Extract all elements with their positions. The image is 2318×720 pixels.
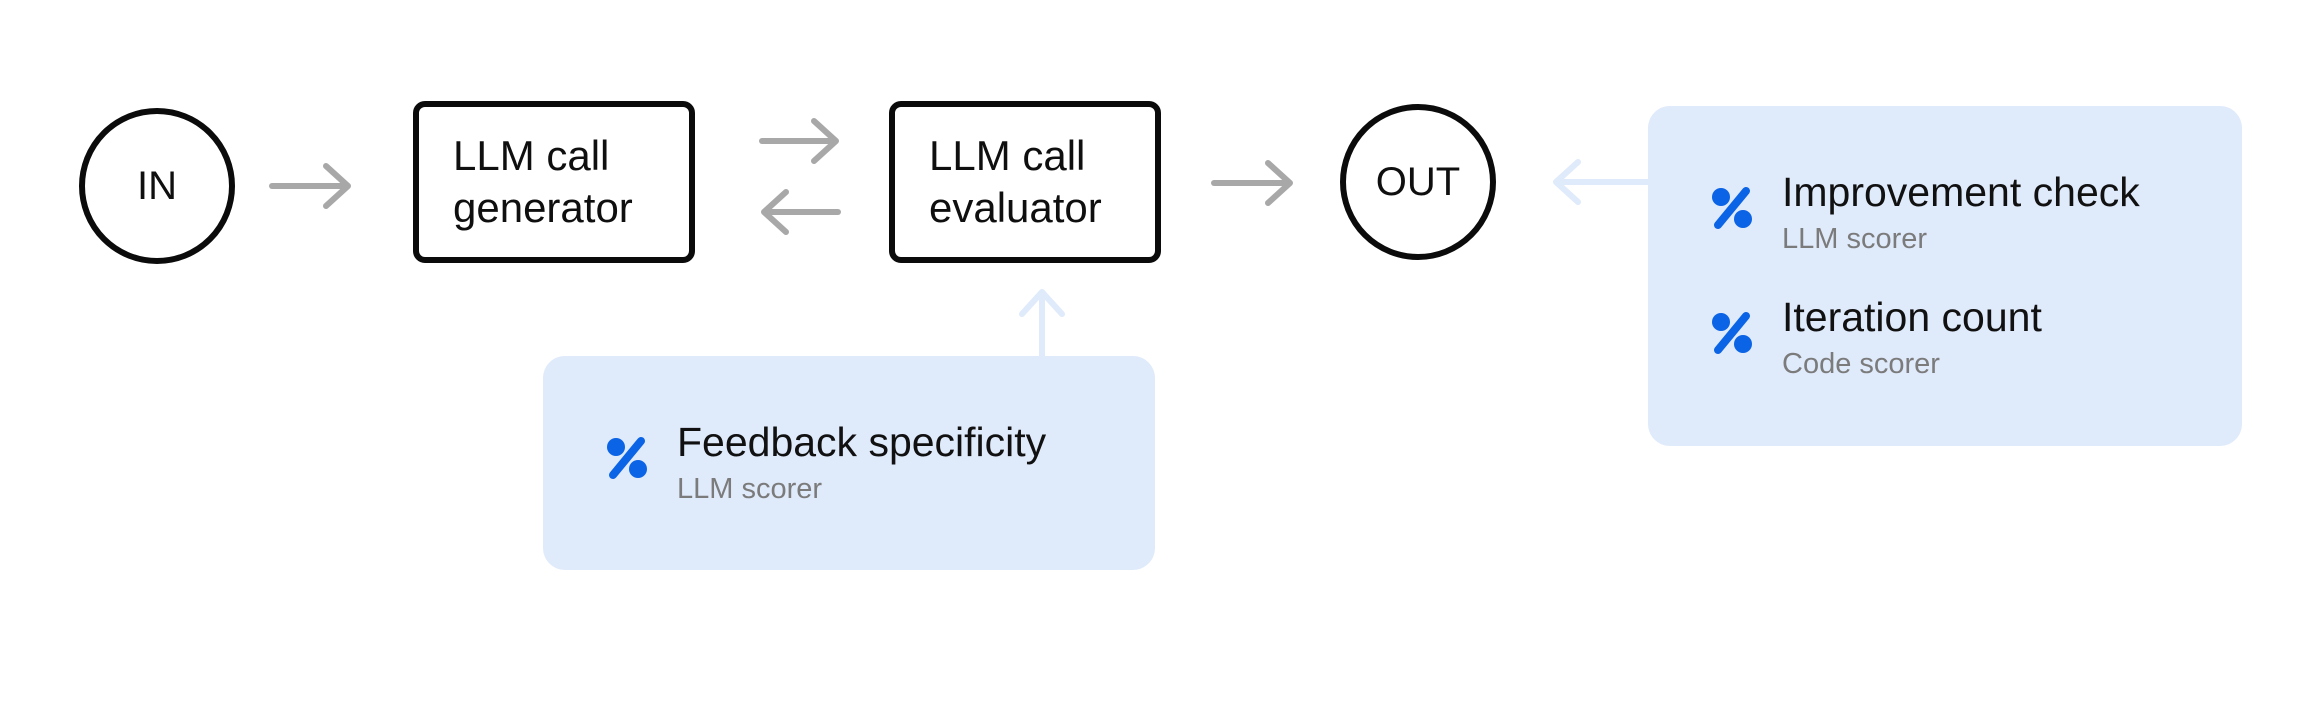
evaluator-scorer-panel: Feedback specificity LLM scorer	[543, 356, 1155, 570]
scorer-name: Improvement check	[1782, 169, 2140, 215]
scorer-type: LLM scorer	[677, 473, 823, 505]
scorer-item-iteration-count: Iteration count Code scorer	[1708, 291, 2042, 383]
arrow-scorer-to-out	[1553, 159, 1651, 205]
arrow-evaluator-to-generator	[761, 189, 841, 235]
evaluator-node-label-line2: evaluator	[929, 184, 1102, 231]
output-scorer-panel: Improvement check LLM scorer Iteration c…	[1648, 106, 2242, 446]
scorer-item-improvement-check: Improvement check LLM scorer	[1708, 166, 2140, 258]
scorer-name: Iteration count	[1782, 294, 2042, 340]
input-node-label: IN	[137, 163, 177, 208]
input-node: IN	[79, 108, 235, 264]
arrow-scorer-to-evaluator	[1019, 289, 1065, 359]
arrow-evaluator-to-out	[1211, 160, 1293, 206]
evaluator-node-label-line1: LLM call	[929, 132, 1086, 179]
arrow-in-to-generator	[269, 163, 351, 209]
evaluator-node: LLM call evaluator	[889, 101, 1161, 263]
percent-icon	[1712, 187, 1752, 229]
scorer-type: LLM scorer	[1782, 223, 1928, 255]
scorer-item-feedback-specificity: Feedback specificity LLM scorer	[603, 416, 1046, 508]
generator-node-label-line1: LLM call	[453, 132, 610, 179]
arrow-generator-to-evaluator	[759, 118, 839, 164]
generator-node: LLM call generator	[413, 101, 695, 263]
scorer-name: Feedback specificity	[677, 419, 1047, 465]
output-node-label: OUT	[1375, 159, 1461, 204]
percent-icon	[607, 437, 647, 479]
generator-node-label-line2: generator	[453, 184, 633, 231]
percent-icon	[1712, 312, 1752, 354]
output-node: OUT	[1340, 104, 1496, 260]
scorer-type: Code scorer	[1782, 348, 1940, 380]
